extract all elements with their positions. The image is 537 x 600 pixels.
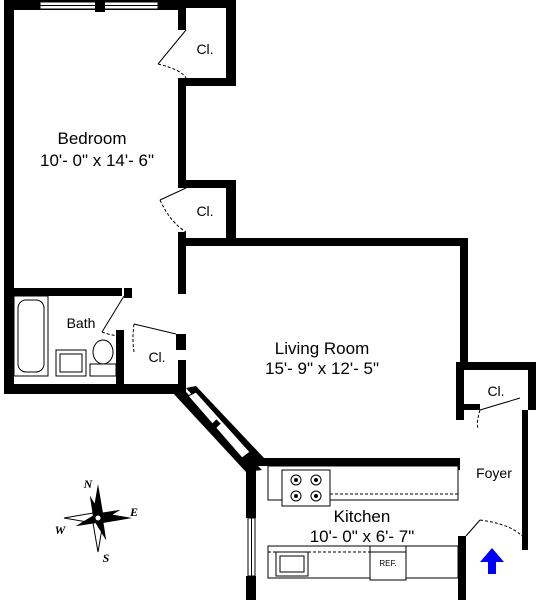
wall-closet1-bottom (178, 78, 236, 86)
wall-bedroom-right-lower (178, 232, 186, 294)
wall-kitchen-right (458, 536, 466, 600)
kitchen-fixtures: REF. (267, 465, 459, 581)
wall-foyer-closet-left (456, 362, 464, 420)
wall-kitchen-top (246, 458, 460, 466)
toilet-bowl (92, 339, 114, 365)
kitchen-name: Kitchen (334, 507, 391, 526)
wall-foyer-right (528, 362, 536, 410)
compass-w: W (55, 523, 67, 537)
kitchen-dims: 10'- 0" x 6'- 7" (310, 527, 415, 546)
wall-foyer-kitchen-stub (452, 458, 460, 470)
wall-living-right (460, 238, 468, 368)
wall-closet2-top (178, 180, 236, 188)
wall-diagonal-outer (172, 392, 262, 472)
wall-bath-right (116, 330, 124, 384)
compass-e: E (129, 505, 138, 519)
wall-kitchen-left-lower (246, 576, 256, 600)
bath-fixtures (13, 295, 117, 377)
wall-bedroom-right-mid (178, 78, 186, 188)
wall-foyer-right-lower (522, 410, 528, 550)
closet-label-3: Cl. (148, 349, 165, 365)
doors (101, 29, 523, 537)
refrigerator-label: REF. (379, 559, 396, 568)
closet-label-1: Cl. (196, 41, 213, 57)
living-room-name: Living Room (275, 339, 370, 358)
wall-bath-bottom (4, 384, 184, 394)
wall-foyer-closet-top (460, 362, 536, 370)
wall-foyer-closet-bottom (456, 404, 480, 410)
windows (39, 0, 256, 577)
wall-closet3-right-top (176, 334, 186, 350)
walls (4, 0, 536, 600)
wall-bedroom-left (4, 0, 14, 295)
wall-bath-left (4, 288, 14, 394)
wall-closet2-right (226, 180, 236, 240)
closet-label-2: Cl. (196, 203, 213, 219)
wall-closet1-top (178, 0, 236, 8)
wall-closet1-right (226, 0, 236, 86)
wall-bath-top (4, 288, 122, 296)
bedroom-dims: 10'- 0" x 14'- 6" (40, 151, 154, 170)
compass-n: N (83, 477, 94, 491)
wall-kitchen-left-upper (246, 458, 256, 518)
stove-burners (290, 474, 322, 502)
entry-arrow-icon (480, 548, 504, 574)
stove (281, 469, 331, 507)
room-labels: Bedroom 10'- 0" x 14'- 6" Living Room 15… (40, 41, 512, 546)
foyer-name: Foyer (476, 465, 512, 481)
wall-living-top (178, 238, 468, 246)
living-room-dims: 15'- 9" x 12'- 5" (265, 359, 379, 378)
wall-closet3-right (178, 360, 186, 394)
compass-rose-icon: N S E W (55, 477, 138, 565)
wall-hall-stub (124, 288, 132, 298)
closet-label-4: Cl. (487, 383, 504, 399)
bath-name: Bath (67, 315, 96, 331)
bedroom-name: Bedroom (58, 129, 127, 148)
toilet-tank (89, 363, 117, 377)
compass-s: S (103, 551, 110, 565)
wall-bedroom-right-upper (178, 0, 186, 30)
